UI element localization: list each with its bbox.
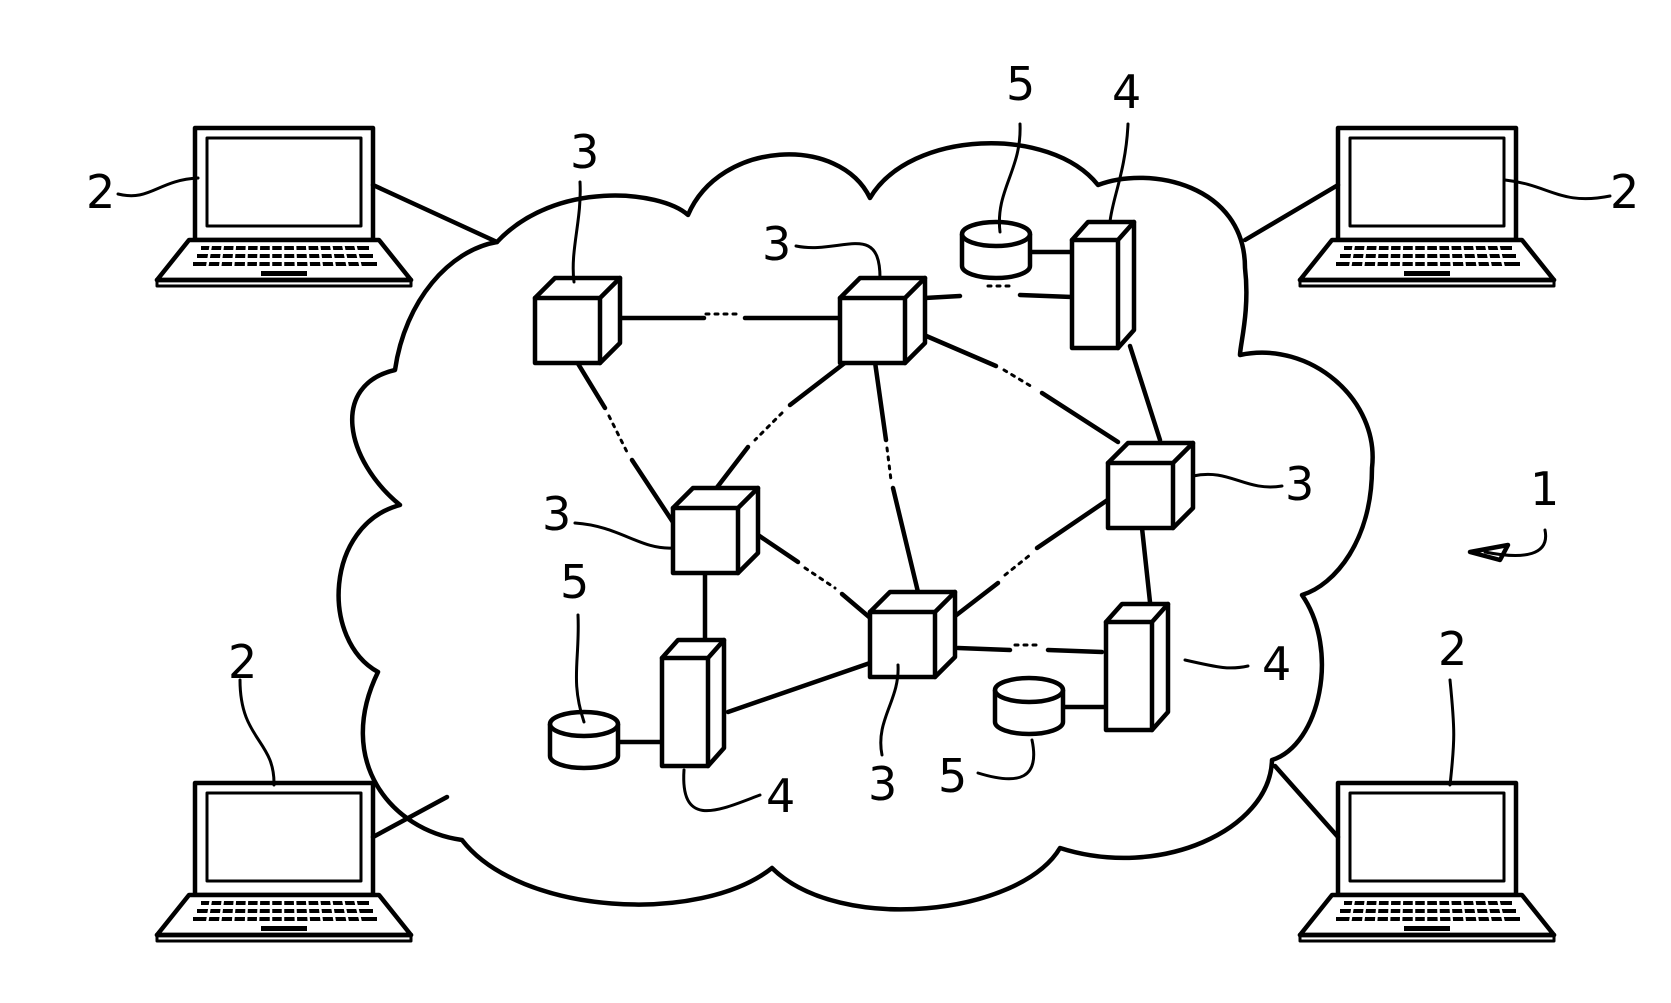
network-cloud [339, 143, 1373, 909]
terminal-top-left [157, 128, 411, 286]
ref-3-top-left: 3 [570, 125, 599, 179]
server-bottom-right [1106, 604, 1168, 730]
ref-4-bottom-left: 4 [766, 769, 795, 823]
ref-4-top-right: 4 [1112, 65, 1141, 119]
server-top-right [1072, 222, 1134, 348]
terminal-top-right [1300, 128, 1554, 286]
server-bottom-left [662, 640, 724, 766]
ref-2-bottom-left: 2 [228, 635, 257, 689]
storage-bottom-right [995, 678, 1063, 734]
ref-5-bottom-left: 5 [560, 555, 589, 609]
ref-2-top-right: 2 [1610, 165, 1639, 219]
ref-1-system: 1 [1530, 462, 1559, 516]
node-right [1108, 443, 1193, 528]
node-middle-left [673, 488, 758, 573]
ref-5-bottom-right: 5 [938, 749, 967, 803]
storage-top [962, 222, 1030, 278]
node-bottom-center [870, 592, 955, 677]
node-top-left [535, 278, 620, 363]
node-top-center [840, 278, 925, 363]
ref-3-top-center: 3 [762, 217, 791, 271]
terminal-bottom-left [157, 783, 411, 941]
ref-3-middle-left: 3 [542, 487, 571, 541]
ref-4-bottom-right: 4 [1262, 637, 1291, 691]
terminal-bottom-right [1300, 783, 1554, 941]
ref-5-top: 5 [1006, 57, 1035, 111]
ref-2-top-left: 2 [86, 165, 115, 219]
ref-3-bottom-center: 3 [868, 757, 897, 811]
ref-2-bottom-right: 2 [1438, 622, 1467, 676]
ref-3-right: 3 [1285, 457, 1314, 511]
